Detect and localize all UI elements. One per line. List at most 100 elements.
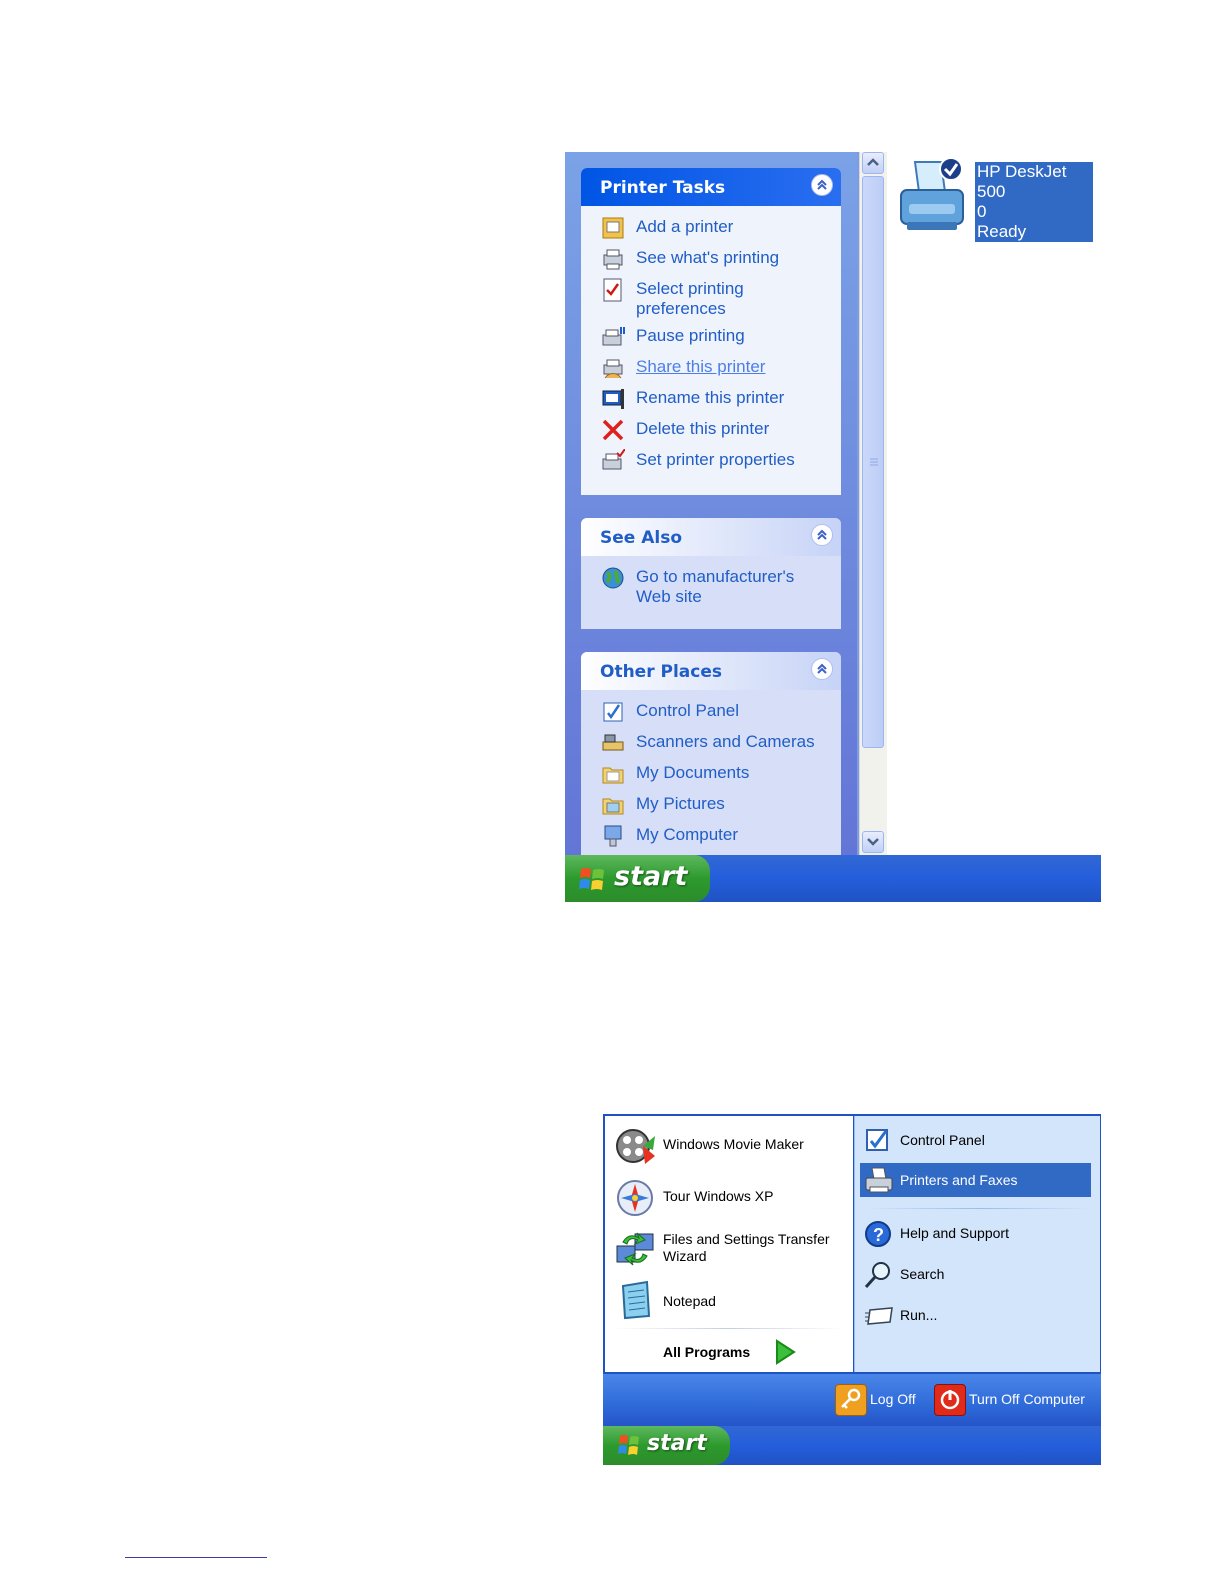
task-see-printing[interactable]: See what's printing [581,247,841,278]
task-label: Add a printer [636,217,734,236]
task-delete-printer[interactable]: Delete this printer [581,418,841,449]
task-printer-properties[interactable]: Set printer properties [581,448,841,480]
tour-icon [615,1178,655,1218]
link-manufacturer-site[interactable]: Go to manufacturer's Web site [581,566,841,607]
run-icon [864,1302,894,1328]
key-icon [835,1384,867,1416]
svg-text:?: ? [873,1225,884,1245]
scroll-thumb[interactable] [862,176,884,748]
place-my-documents[interactable]: My Documents [581,762,841,793]
program-tour-xp[interactable]: Tour Windows XP [605,1174,853,1222]
menu-label: Search [900,1266,945,1282]
printer-status: Ready [977,222,1027,241]
task-label: Select printing preferences [636,279,744,318]
other-places-panel: Other Places Control Panel Scanners and … [581,652,841,862]
printer-properties-icon [601,448,626,473]
task-label: My Computer [636,825,739,844]
start-menu-footer: Log Off Turn Off Computer [603,1374,1101,1426]
menu-control-panel[interactable]: Control Panel [860,1123,1090,1157]
task-pane: Printer Tasks Add a printer See what's p… [565,152,857,862]
panel-title: Other Places [600,662,722,682]
scroll-down-button[interactable] [862,831,884,853]
windows-logo-icon [618,1435,639,1455]
start-button[interactable]: start [603,1426,730,1465]
arrow-right-icon[interactable] [773,1338,797,1366]
add-printer-icon [601,216,625,240]
scroll-up-button[interactable] [862,152,884,174]
rename-icon [601,387,625,411]
printer-name: HP DeskJet 500 [977,162,1067,201]
printer-icon [864,1167,894,1193]
menu-search[interactable]: Search [860,1257,1090,1291]
panel-title: Printer Tasks [600,178,726,198]
printer-name-wrap: 0 [977,202,987,221]
place-my-pictures[interactable]: My Pictures [581,793,841,824]
menu-help-support[interactable]: ? Help and Support [860,1216,1090,1250]
chevron-up-icon [867,158,879,166]
program-label: Windows Movie Maker [663,1136,804,1152]
menu-run[interactable]: Run... [860,1298,1090,1332]
printer-queue-icon [601,247,625,271]
task-label: Rename this printer [636,388,785,407]
printers-window-screenshot: Printer Tasks Add a printer See what's p… [565,152,1101,902]
place-scanners-cameras[interactable]: Scanners and Cameras [581,731,841,762]
task-share-printer[interactable]: Share this printer [581,356,841,387]
pictures-folder-icon [601,793,625,817]
menu-printers-faxes[interactable]: Printers and Faxes [860,1163,1091,1197]
separator [865,1208,1090,1209]
start-menu-programs-column: Windows Movie Maker Tour Windows XP File… [605,1116,853,1372]
collapse-chevron-icon[interactable] [811,658,833,680]
notepad-icon [615,1280,655,1320]
panel-title: See Also [600,528,683,548]
program-transfer-wizard[interactable]: Files and Settings Transfer Wizard [605,1224,853,1276]
delete-icon [601,418,625,442]
control-panel-icon [864,1127,894,1153]
start-menu-screenshot: Windows Movie Maker Tour Windows XP File… [603,1114,1101,1465]
task-label: Control Panel [636,701,740,720]
preferences-icon [601,278,625,302]
scanner-icon [601,731,625,755]
windows-logo-icon [579,868,604,890]
all-programs-label[interactable]: All Programs [663,1344,751,1360]
see-also-panel: See Also Go to manufacturer's Web site [581,518,841,629]
vertical-scrollbar[interactable] [859,152,887,855]
task-rename-printer[interactable]: Rename this printer [581,387,841,418]
computer-icon [601,824,625,848]
menu-label: Run... [900,1307,938,1323]
start-menu-places-column: Control Panel Printers and Faxes ? Help … [854,1116,1100,1372]
printer-tasks-panel: Printer Tasks Add a printer See what's p… [581,168,841,495]
printer-name-label[interactable]: HP DeskJet 500 0 Ready [975,162,1093,242]
task-select-preferences[interactable]: Select printing preferences [581,278,841,325]
task-label: My Documents [636,763,750,782]
program-label: Notepad [663,1293,716,1309]
program-movie-maker[interactable]: Windows Movie Maker [605,1122,853,1170]
place-control-panel[interactable]: Control Panel [581,700,841,731]
see-also-header[interactable]: See Also [581,518,841,556]
place-my-computer[interactable]: My Computer [581,824,841,855]
task-label: Pause printing [636,326,745,345]
separator [613,1328,845,1329]
task-label: See what's printing [636,248,780,267]
collapse-chevron-icon[interactable] [811,174,833,196]
control-panel-icon [601,700,625,724]
turn-off-label: Turn Off Computer [969,1391,1085,1407]
menu-label: Control Panel [900,1132,985,1148]
taskbar: start [603,1426,1101,1465]
task-pause-printing[interactable]: Pause printing [581,325,841,356]
task-label: Set printer properties [636,450,795,469]
power-icon [934,1384,966,1416]
other-places-header[interactable]: Other Places [581,652,841,690]
grip-icon [870,458,878,466]
menu-label: Printers and Faxes [900,1172,1018,1188]
collapse-chevron-icon[interactable] [811,524,833,546]
program-notepad[interactable]: Notepad [605,1278,853,1326]
start-button[interactable]: start [565,855,710,902]
task-add-printer[interactable]: Add a printer [581,216,841,247]
printer-tasks-header[interactable]: Printer Tasks [581,168,841,206]
default-printer-item[interactable] [897,156,977,236]
transfer-wizard-icon [615,1230,655,1270]
start-label: start [647,1431,707,1456]
taskbar: start [565,855,1101,902]
start-label: start [614,861,688,892]
task-label: Go to manufacturer's Web site [636,567,795,606]
